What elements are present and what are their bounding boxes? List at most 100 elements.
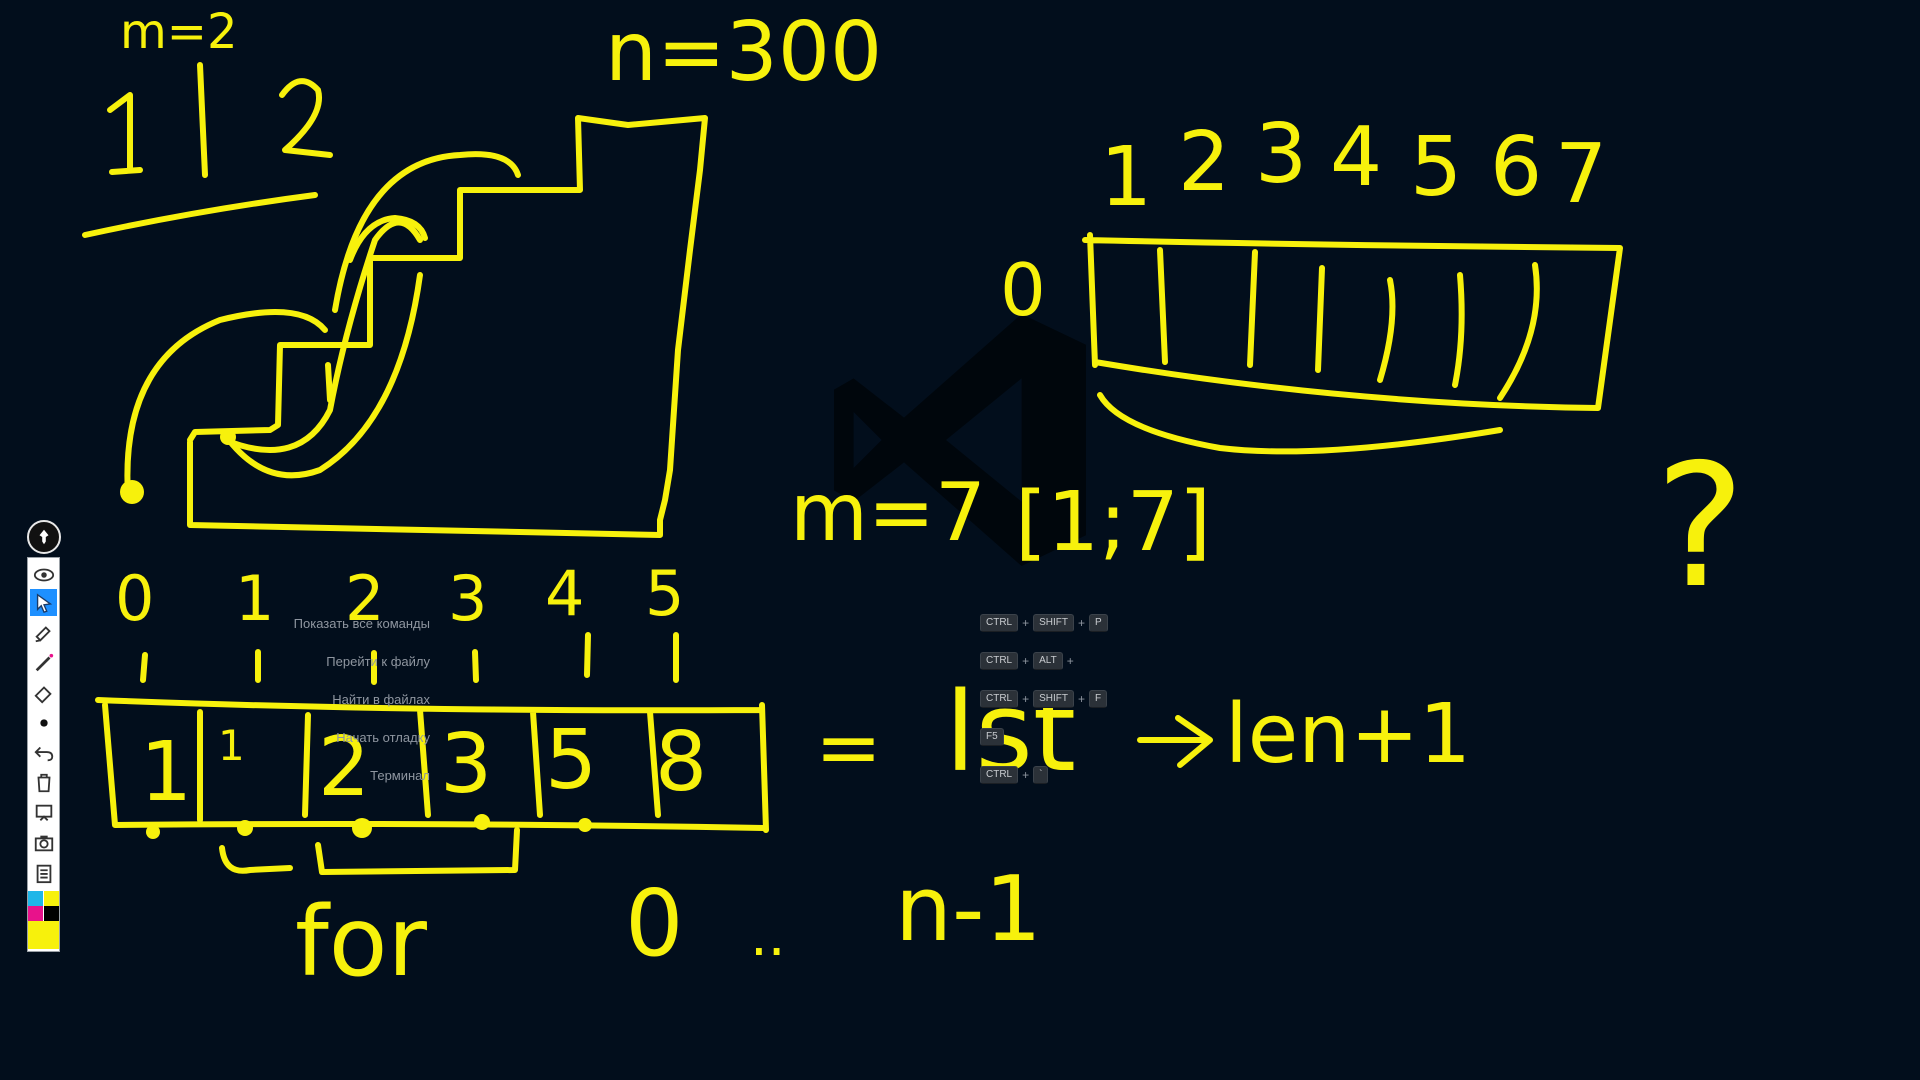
key-plus: + [1022,692,1030,706]
bottom-index: 3 [448,562,487,635]
board-icon[interactable] [30,799,57,826]
key-badge: P [1089,614,1108,632]
key-badge: SHIFT [1033,614,1075,632]
key-badge: ` [1033,766,1049,784]
bottom-index: 4 [545,557,584,630]
stroke-bracket-small [219,845,293,874]
label-loop-from: 0 [625,870,684,977]
clipboard-icon[interactable] [30,859,57,886]
array-cell: 1 [218,721,245,770]
stroke-arc-big-left [124,309,328,498]
stroke-bracket-large [315,827,520,875]
right-index: 3 [1255,107,1307,202]
undo-icon[interactable] [30,739,57,766]
vscode-watermark-icon [834,314,1086,566]
color-swatch-yellow[interactable] [44,891,59,906]
stroke-ball-mid [220,429,236,445]
color-swatch-cyan[interactable] [28,891,43,906]
key-plus: + [1078,692,1086,706]
right-index: 5 [1410,120,1462,215]
key-plus: + [1078,616,1086,630]
hint-label: Показать все команды [293,615,430,631]
right-indices: 1 2 3 4 5 6 7 [1100,107,1607,225]
bottom-index: 1 [235,562,274,635]
stroke-arc-mid [347,215,428,263]
stroke-dot [146,825,160,839]
array-cell: 8 [655,715,707,810]
array-cells: 1 1 2 3 5 8 [140,713,707,820]
key-badge: SHIFT [1033,690,1075,708]
label-len-plus-one: len+1 [1225,687,1471,782]
hint-label: Найти в файлах [332,691,430,707]
label-range: [1;7] [1015,475,1211,570]
hint-keys: CTRL+ SHIFT+ F [980,690,1108,708]
label-for: for [295,886,428,998]
label-m-top: m=2 [120,4,238,60]
eraser-icon[interactable] [30,679,57,706]
stroke-underline-top [82,192,318,238]
highlighter-icon[interactable] [30,619,57,646]
label-m-mid: m=7 [790,466,986,559]
right-index: 2 [1178,115,1230,210]
key-badge: CTRL [980,652,1019,670]
right-index: 1 [1100,130,1152,225]
label-loop-to: n-1 [895,857,1042,962]
array-cell: 5 [545,713,597,808]
hint-keys: CTRL+ ALT+ [980,652,1074,670]
stroke-arc-inner [222,272,423,479]
label-equals: = [815,701,882,794]
bottom-index: 0 [115,562,154,635]
right-index: 6 [1490,120,1542,215]
trash-icon[interactable] [30,769,57,796]
key-badge: ALT [1033,652,1063,670]
pointer-icon[interactable] [30,589,57,616]
array-cell: 2 [318,720,370,815]
key-plus: + [1066,654,1074,668]
pin-icon[interactable] [27,520,61,554]
dot-icon[interactable] [30,709,57,736]
stroke-tick-one [325,362,333,403]
stroke-arrow [1137,715,1213,768]
key-badge: F [1089,690,1108,708]
label-question: ? [1655,428,1745,626]
key-badge: F5 [980,728,1004,746]
stroke-one-left [107,92,143,175]
hint-label: Терминал [370,767,430,783]
hint-keys: F5 [980,728,1004,746]
bottom-index: 5 [645,557,684,630]
stroke-array-box [95,697,769,833]
color-swatch-magenta[interactable] [28,906,43,921]
array-cell: 3 [440,717,492,812]
annotation-toolbar [27,557,60,952]
hint-keys: CTRL+ SHIFT+ P [980,614,1108,632]
stroke-dot [578,818,592,832]
current-color-swatch[interactable] [28,921,59,949]
right-index: 4 [1330,110,1382,205]
label-n-top: n=300 [605,5,882,100]
right-index: 7 [1555,127,1607,222]
key-badge: CTRL [980,766,1019,784]
bottom-indices: 0 1 2 3 4 5 [115,557,684,635]
stroke-dot [474,814,490,830]
label-zero-right: 0 [1000,248,1046,332]
color-swatch-black[interactable] [44,906,59,921]
hint-label: Перейти к файлу [326,653,430,669]
eye-icon[interactable] [30,561,57,588]
key-plus: + [1022,616,1030,630]
stroke-right-array [1082,232,1623,411]
stroke-dot [352,818,372,838]
array-cell: 1 [140,725,192,820]
label-loop-dots: .. [750,904,786,969]
key-plus: + [1022,768,1030,782]
key-plus: + [1022,654,1030,668]
stroke-ball-start [120,480,144,504]
key-badge: CTRL [980,614,1019,632]
bottom-index: 2 [345,562,384,635]
pen-icon[interactable] [30,649,57,676]
stroke-arc-top [332,151,521,313]
stroke-arc-inner2 [222,219,423,453]
camera-icon[interactable] [30,829,57,856]
hint-label: Начать отладку [336,729,430,745]
